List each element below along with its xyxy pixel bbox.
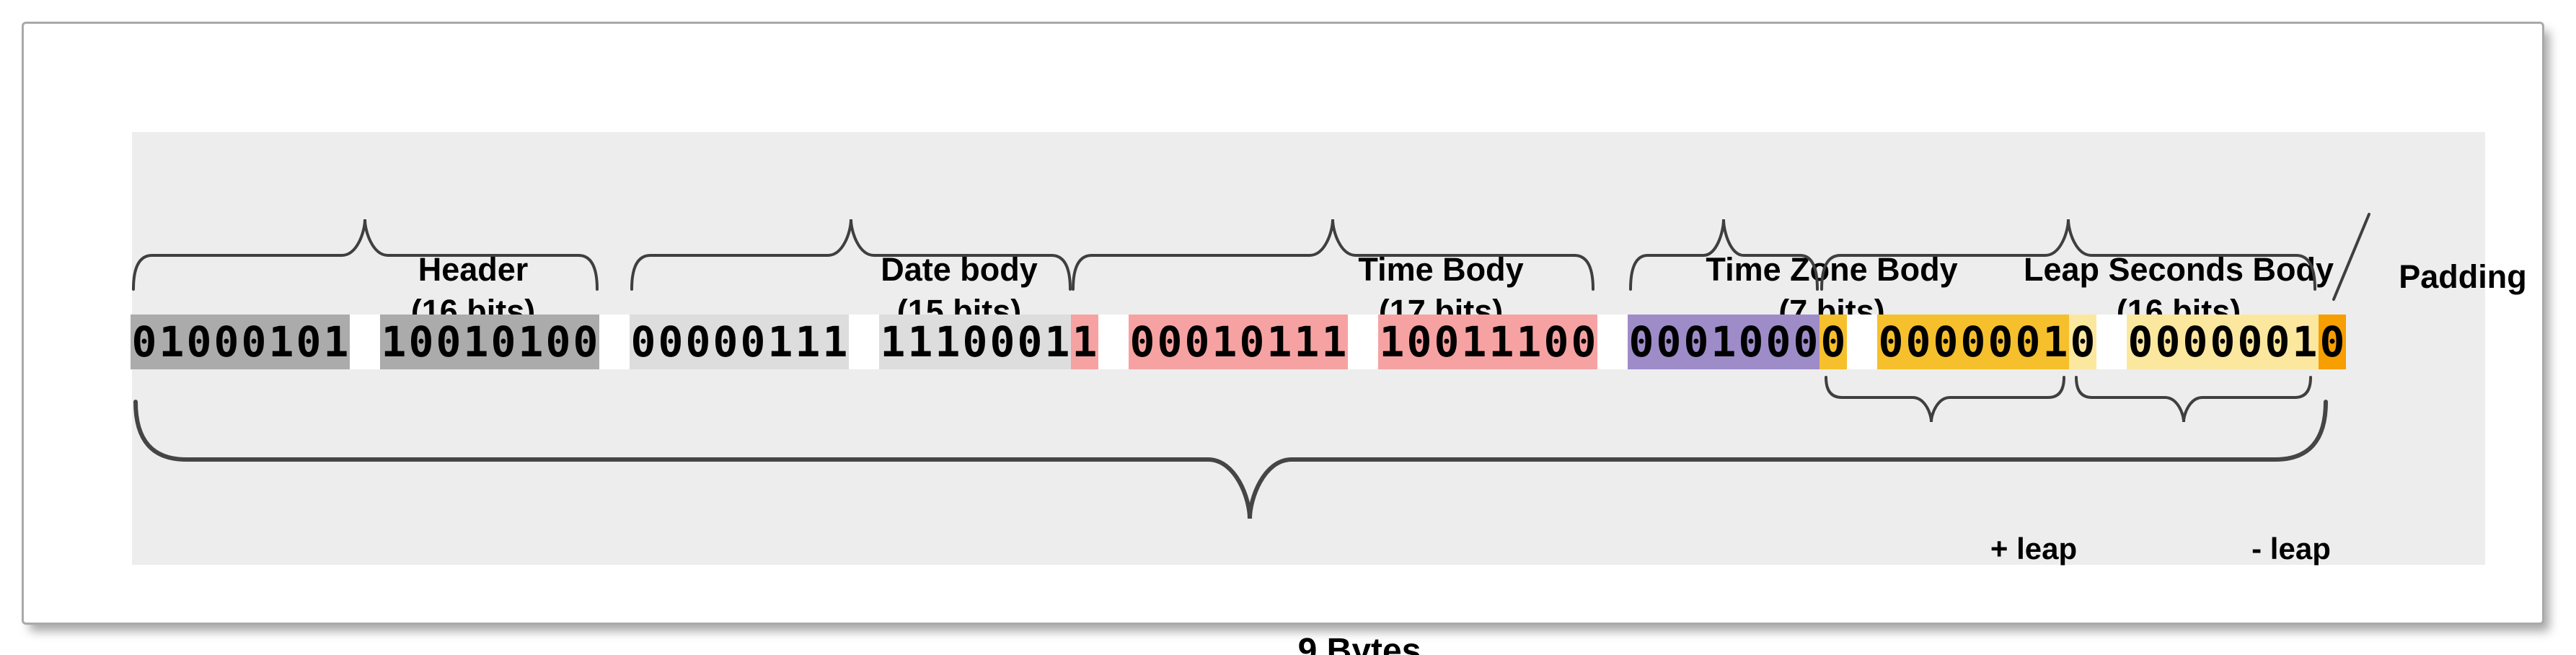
picture-frame: Header (16 bits) Date body (15 bits) Tim… <box>22 22 2544 655</box>
bit: 0 <box>1932 315 1959 369</box>
bit: 1 <box>767 315 794 369</box>
bit: 0 <box>1238 315 1266 369</box>
bit: 0 <box>435 315 462 369</box>
bit: 0 <box>2236 315 2264 369</box>
bit: 0 <box>1406 315 1433 369</box>
section-label-padding: Padding <box>2399 256 2527 298</box>
bit: 1 <box>1488 315 1515 369</box>
bit: 0 <box>1129 315 1156 369</box>
bit: 1 <box>1710 315 1737 369</box>
bit: 1 <box>517 315 544 369</box>
bit: 0 <box>684 315 712 369</box>
bit: 0 <box>1628 315 1655 369</box>
bit: 0 <box>131 315 158 369</box>
bit: 0 <box>2319 315 2346 369</box>
bit: 1 <box>462 315 490 369</box>
bit: 0 <box>572 315 599 369</box>
bit: 0 <box>1682 315 1710 369</box>
bit: 1 <box>907 315 934 369</box>
bit: 1 <box>322 315 350 369</box>
bit: 0 <box>1959 315 1987 369</box>
bit: 0 <box>989 315 1016 369</box>
bit: 1 <box>794 315 821 369</box>
bit: 0 <box>2127 315 2154 369</box>
section-title: Padding <box>2399 258 2527 295</box>
bit: 0 <box>2209 315 2236 369</box>
bit: 0 <box>1905 315 1932 369</box>
bit: 0 <box>2182 315 2209 369</box>
bit: 0 <box>2264 315 2291 369</box>
bit: 0 <box>2069 315 2096 369</box>
bit: 0 <box>1433 315 1460 369</box>
bit: 0 <box>1570 315 1597 369</box>
bit: 0 <box>1543 315 1570 369</box>
bit: 0 <box>1156 315 1183 369</box>
bit: 0 <box>1877 315 1905 369</box>
bit: 0 <box>657 315 684 369</box>
bit: 0 <box>739 315 767 369</box>
bit: 1 <box>268 315 295 369</box>
bit: 0 <box>240 315 268 369</box>
bit: 0 <box>712 315 739 369</box>
bit: 1 <box>1211 315 1238 369</box>
bit: 1 <box>2291 315 2319 369</box>
bit: 1 <box>1044 315 1071 369</box>
bit: 1 <box>1293 315 1320 369</box>
section-title: Time Zone Body <box>1706 251 1958 288</box>
bit: 0 <box>2154 315 2182 369</box>
bit: 1 <box>1071 315 1098 369</box>
bit: 1 <box>1378 315 1406 369</box>
bit: 0 <box>1819 315 1847 369</box>
bit: 0 <box>490 315 517 369</box>
bit: 1 <box>380 315 407 369</box>
section-title: Date body <box>881 251 1038 288</box>
bit: 0 <box>295 315 322 369</box>
section-title: Leap Seconds Body <box>2023 251 2334 288</box>
bit: 1 <box>158 315 185 369</box>
bit: 0 <box>2014 315 2042 369</box>
label-total-bytes: 9 Bytes <box>1297 632 1421 655</box>
bit: 0 <box>1016 315 1044 369</box>
bit: 1 <box>879 315 907 369</box>
label-minus-leap: - leap <box>2251 532 2331 566</box>
bit: 1 <box>821 315 849 369</box>
label-plus-leap: + leap <box>1990 532 2078 566</box>
bit: 1 <box>1515 315 1543 369</box>
bit: 0 <box>630 315 657 369</box>
bit: 0 <box>407 315 435 369</box>
section-title: Header <box>418 251 529 288</box>
bit: 0 <box>1987 315 2014 369</box>
bit: 1 <box>1460 315 1488 369</box>
bit: 0 <box>1183 315 1211 369</box>
bit: 0 <box>961 315 989 369</box>
bit: 0 <box>1765 315 1792 369</box>
bit: 1 <box>1320 315 1348 369</box>
bit: 0 <box>1792 315 1819 369</box>
bit: 1 <box>1266 315 1293 369</box>
bit: 1 <box>2042 315 2069 369</box>
bit: 0 <box>213 315 240 369</box>
bit: 0 <box>1655 315 1682 369</box>
section-title: Time Body <box>1358 251 1524 288</box>
bit: 1 <box>934 315 961 369</box>
bit: 0 <box>1737 315 1765 369</box>
bit: 0 <box>544 315 572 369</box>
bit: 0 <box>185 315 213 369</box>
